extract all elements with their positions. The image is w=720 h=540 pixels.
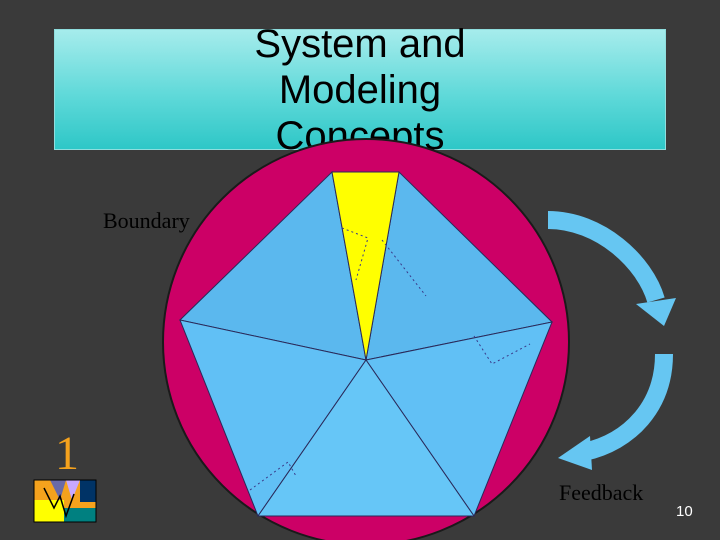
logo-numeral: 1 <box>55 427 79 480</box>
feedback-arrows <box>547 211 676 470</box>
feedback-arrow-bottom <box>581 353 673 461</box>
boundary-label: Boundary <box>103 208 190 233</box>
logo-icon <box>33 479 97 523</box>
segment-highlight <box>331 171 400 361</box>
pentagon <box>178 170 554 518</box>
feedback-arrowhead-bottom <box>558 436 592 470</box>
feedback-label: Feedback <box>559 480 644 505</box>
feedback-arrow-top <box>547 211 665 303</box>
page-number: 10 <box>676 503 693 520</box>
feedback-arrowhead-top <box>636 298 676 326</box>
internal-lines <box>249 227 531 491</box>
segment-bottom <box>257 359 475 517</box>
